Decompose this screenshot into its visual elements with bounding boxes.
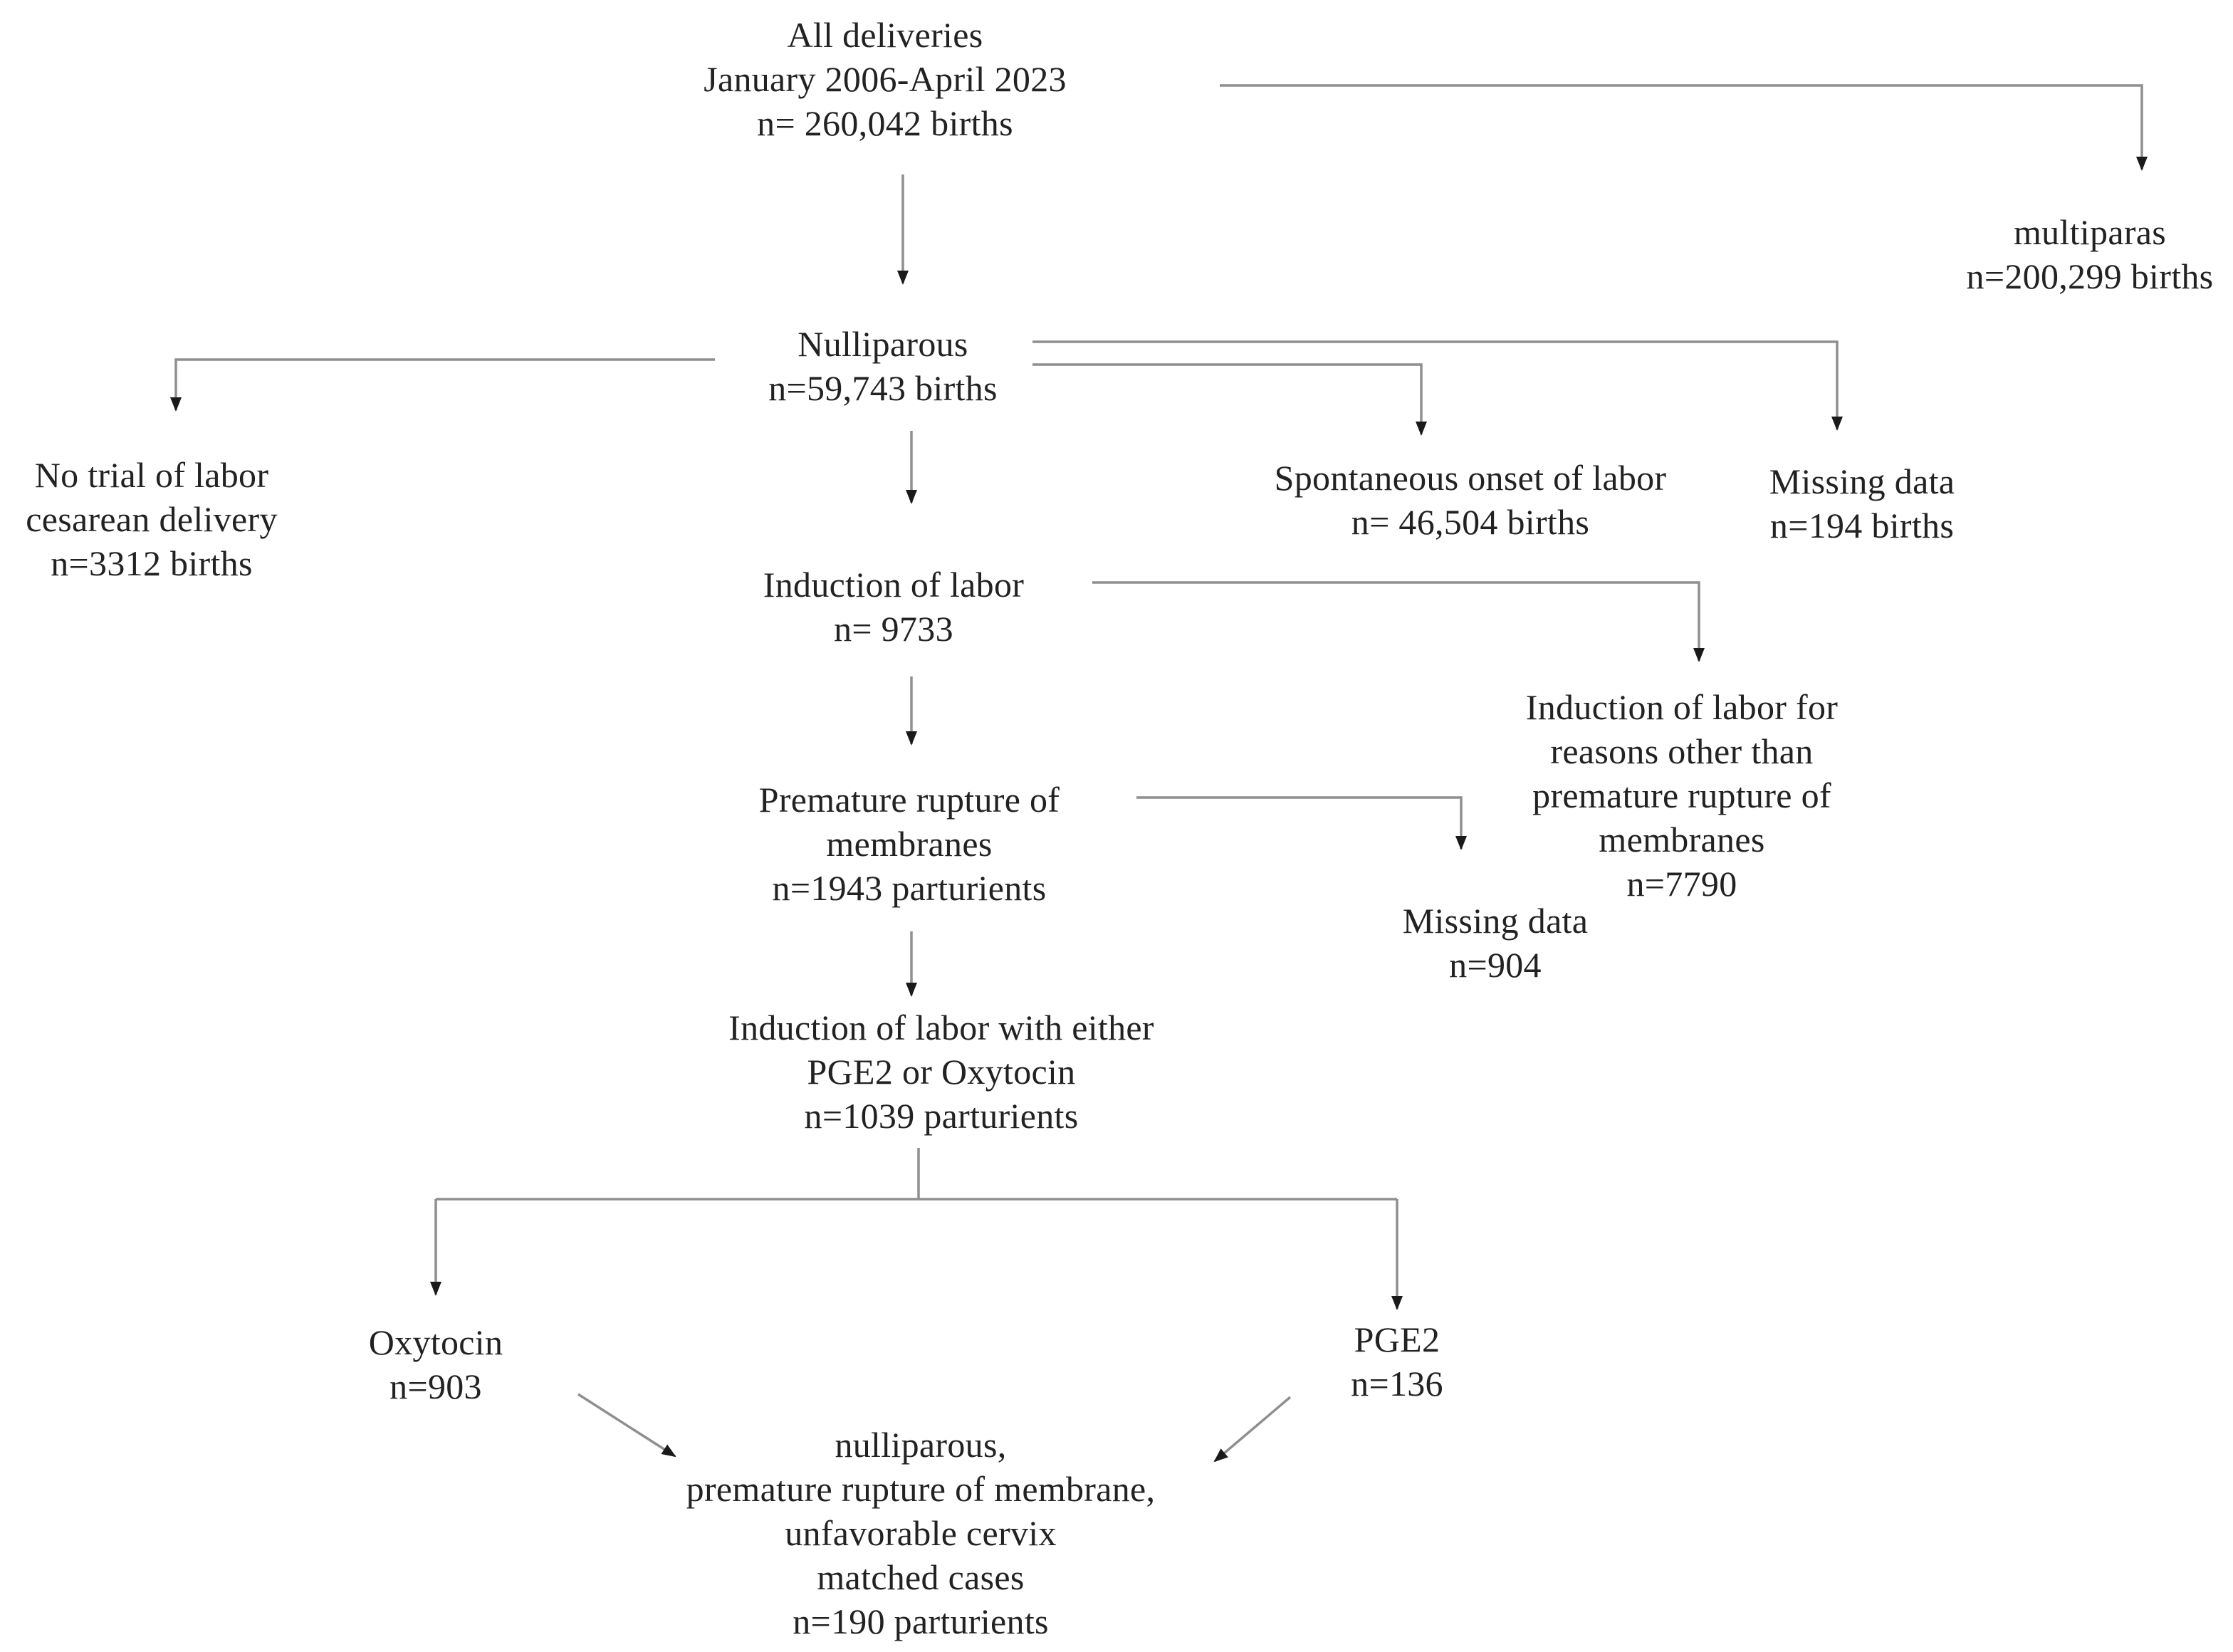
node-line: Premature rupture of xyxy=(758,780,1060,820)
node-line: n=904 xyxy=(1449,945,1542,985)
node-spontaneous-onset: Spontaneous onset of labor n= 46,504 bir… xyxy=(1275,456,1667,544)
node-induction-either: Induction of labor with either PGE2 or O… xyxy=(728,1005,1154,1138)
node-no-trial-of-labor: No trial of labor cesarean delivery n=33… xyxy=(26,453,278,585)
node-line: Missing data xyxy=(1769,461,1955,501)
node-line: membranes xyxy=(1599,820,1765,859)
node-line: n=1943 parturients xyxy=(772,868,1047,908)
node-line: multiparas xyxy=(2013,212,2167,252)
node-line: premature rupture of membrane, xyxy=(686,1469,1156,1509)
node-line: n=190 parturients xyxy=(793,1601,1049,1641)
node-multiparas: multiparas n=200,299 births xyxy=(1967,210,2214,298)
node-line: January 2006-April 2023 xyxy=(704,59,1067,99)
node-line: All deliveries xyxy=(787,15,983,55)
node-line: PGE2 or Oxytocin xyxy=(807,1052,1076,1092)
node-matched-cases: nulliparous, premature rupture of membra… xyxy=(686,1423,1156,1643)
node-line: n=59,743 births xyxy=(768,368,998,408)
node-oxytocin: Oxytocin n=903 xyxy=(369,1320,503,1408)
node-premature-rupture: Premature rupture of membranes n=1943 pa… xyxy=(759,778,1060,910)
arrow-induction-to-other-reasons xyxy=(1092,581,1705,662)
node-line: n=7790 xyxy=(1626,864,1737,904)
node-line: n=136 xyxy=(1351,1364,1443,1403)
arrow-premature-rupture-to-missing-data xyxy=(1136,796,1467,850)
node-line: reasons other than xyxy=(1550,731,1814,771)
node-line: Induction of labor xyxy=(763,565,1025,605)
node-line: n=194 births xyxy=(1769,506,1955,545)
arrow-oxytocin-to-matched-cases xyxy=(577,1393,676,1458)
arrow-nulliparous-to-no-trial xyxy=(170,358,715,412)
node-all-deliveries: All deliveries January 2006-April 2023 n… xyxy=(704,13,1067,145)
node-pge2: PGE2 n=136 xyxy=(1351,1317,1443,1406)
node-line: matched cases xyxy=(817,1557,1025,1597)
node-line: Missing data xyxy=(1402,901,1589,941)
node-line: Oxytocin xyxy=(368,1322,503,1362)
node-line: n= 260,042 births xyxy=(757,103,1013,143)
node-line: Nulliparous xyxy=(798,324,968,364)
node-line: n=3312 births xyxy=(51,543,253,583)
node-line: nulliparous, xyxy=(835,1425,1007,1465)
node-line: Induction of labor with either xyxy=(728,1008,1154,1047)
node-line: n= 46,504 births xyxy=(1351,502,1590,542)
node-line: cesarean delivery xyxy=(26,499,278,539)
node-induction-of-labor: Induction of labor n= 9733 xyxy=(763,563,1024,651)
node-line: n=1039 parturients xyxy=(804,1096,1079,1136)
arrow-nulliparous-to-spontaneous-onset xyxy=(1032,363,1427,436)
arrow-pge2-to-matched-cases xyxy=(1213,1396,1292,1463)
node-line: Induction of labor for xyxy=(1525,687,1839,727)
node-line: membranes xyxy=(826,824,993,864)
node-line: n=903 xyxy=(389,1366,482,1406)
node-missing-data-births: Missing data n=194 births xyxy=(1769,459,1955,548)
node-line: n= 9733 xyxy=(834,609,953,649)
node-line: Spontaneous onset of labor xyxy=(1274,458,1667,498)
node-induction-other-reasons: Induction of labor for reasons other tha… xyxy=(1526,685,1838,906)
node-line: premature rupture of xyxy=(1532,775,1831,815)
arrow-nulliparous-to-missing-data xyxy=(1032,340,1843,431)
node-line: PGE2 xyxy=(1354,1319,1440,1359)
node-missing-data-904: Missing data n=904 xyxy=(1403,899,1589,987)
node-line: No trial of labor xyxy=(34,455,269,495)
arrow-all-deliveries-to-multiparas xyxy=(1220,84,2148,171)
node-line: n=200,299 births xyxy=(1966,256,2214,296)
node-line: unfavorable cervix xyxy=(785,1513,1057,1553)
node-nulliparous: Nulliparous n=59,743 births xyxy=(768,322,998,410)
